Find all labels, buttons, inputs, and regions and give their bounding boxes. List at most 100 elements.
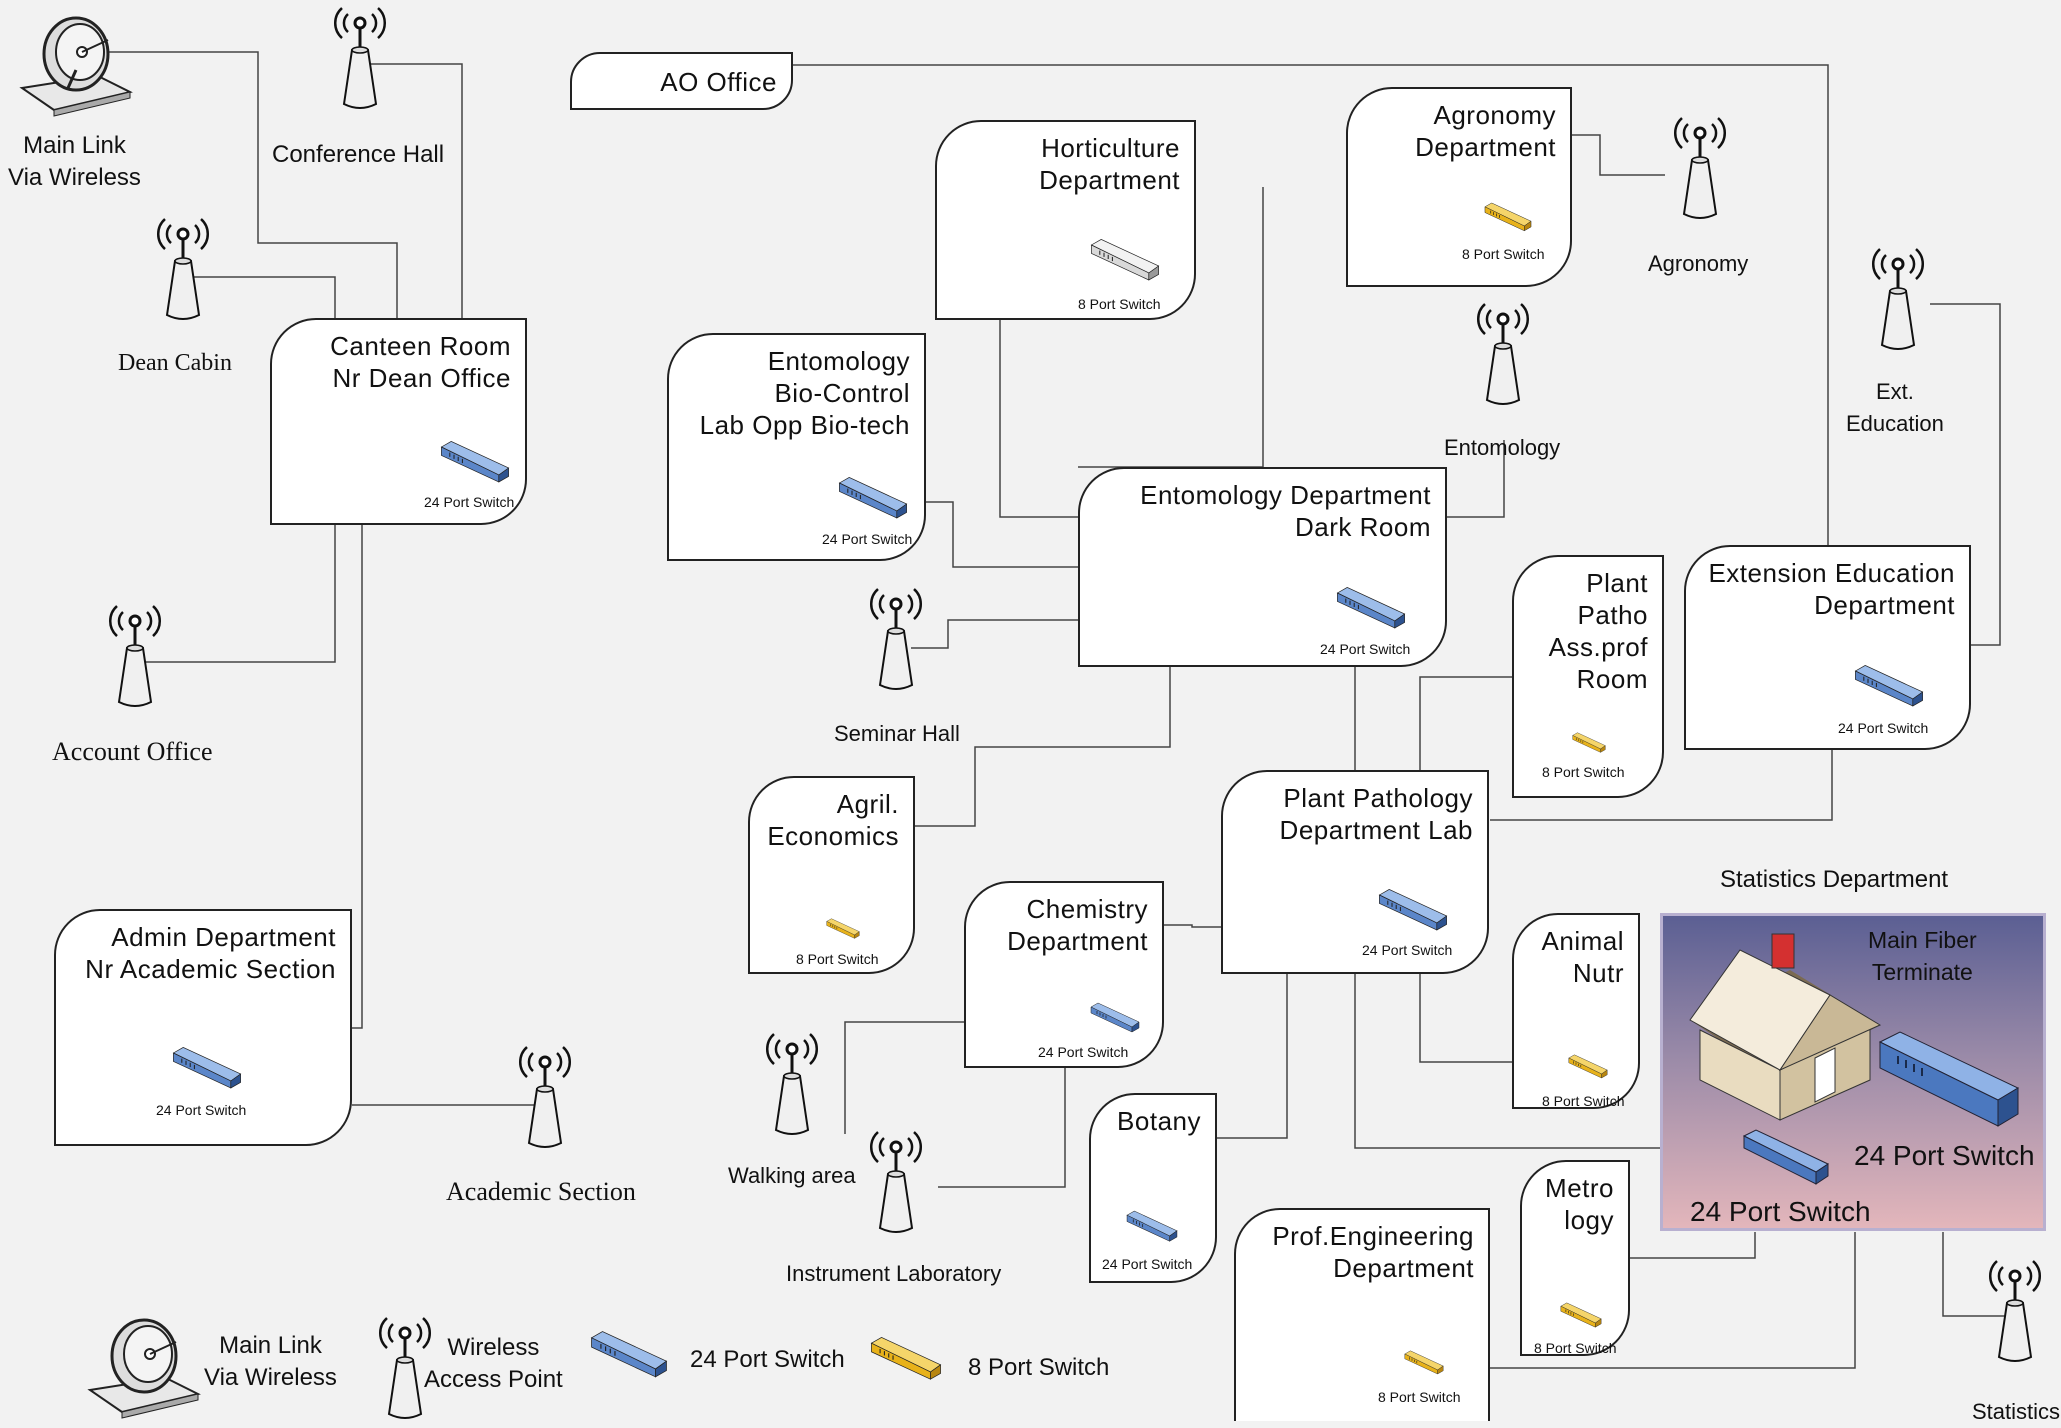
switch-8-icon <box>1572 732 1606 753</box>
switch-label: 24 Port Switch <box>156 1102 247 1118</box>
switch-24-icon <box>838 477 908 519</box>
access-point-label: Agronomy <box>1648 251 1749 276</box>
switch-label: 8 Port Switch <box>1462 246 1545 262</box>
metrology-box: Metro logy <box>1520 1160 1630 1356</box>
wireless-access-point-icon <box>156 218 210 320</box>
switch-label: 8 Port Switch <box>1378 1389 1461 1405</box>
access-point-label: Walking area <box>728 1163 856 1188</box>
office-title: Plant Patho Ass.prof Room <box>1548 568 1648 694</box>
access-point-label: Statistics <box>1972 1399 2061 1424</box>
entomology-dark-box: Entomology Department Dark Room <box>1078 467 1447 667</box>
access-point-label: Entomology <box>1444 435 1561 460</box>
wireless-access-point-icon <box>1673 117 1727 219</box>
switch-8-icon <box>826 918 860 939</box>
switch-label: 8 Port Switch <box>1534 1340 1617 1356</box>
switch-label: 8 Port Switch <box>1542 764 1625 780</box>
office-title: Entomology Bio-Control Lab Opp Bio-tech <box>699 346 910 440</box>
office-title: Agril. Economics <box>767 789 899 851</box>
agril-econ-box: Agril. Economics <box>748 776 915 974</box>
agronomy-box: Agronomy Department <box>1346 87 1572 287</box>
wireless-access-point-icon <box>765 1033 819 1135</box>
ao-office-box: AO Office <box>570 52 793 110</box>
horticulture-box: Horticulture Department <box>935 120 1196 320</box>
building-icon <box>1689 933 1882 1121</box>
switch-24-icon <box>1742 1129 1830 1185</box>
switch-24-icon <box>1090 1002 1140 1033</box>
office-title: Canteen Room Nr Dean Office <box>330 331 511 393</box>
access-point-label: Conference Hall <box>272 141 445 168</box>
switch-label: 24 Port Switch <box>822 531 913 547</box>
switch-8-icon <box>1090 239 1160 281</box>
plant-pathology-lab-box: Plant Pathology Department Lab <box>1221 770 1489 974</box>
access-point-label: Seminar Hall <box>834 721 960 746</box>
main-link-label: Main Link Via Wireless <box>8 132 141 191</box>
wireless-access-point-icon <box>869 1131 923 1233</box>
access-point-label: Account Office <box>52 737 213 766</box>
legend-switch8-label: 8 Port Switch <box>968 1354 1110 1381</box>
canteen-box: Canteen Room Nr Dean Office <box>270 318 527 525</box>
office-title: Admin Department Nr Academic Section <box>85 922 336 984</box>
switch-label-large: 24 Port Switch <box>1854 1140 2035 1171</box>
prof-eng-box: Prof.Engineering Department <box>1234 1208 1490 1421</box>
switch-24-icon <box>1126 1210 1178 1242</box>
plant-patho-ass-box: Plant Patho Ass.prof Room <box>1512 555 1664 798</box>
switch-label-large: 24 Port Switch <box>1690 1196 1871 1227</box>
switch-24-icon <box>440 441 510 483</box>
switch-label: 24 Port Switch <box>1362 942 1453 958</box>
office-title: Extension Education Department <box>1708 558 1955 620</box>
switch-label: 24 Port Switch <box>1838 720 1929 736</box>
switch-8-icon <box>1568 1054 1608 1079</box>
wireless-access-point-icon <box>1988 1260 2042 1362</box>
switch-8-icon <box>1560 1302 1602 1328</box>
access-point-label: Academic Section <box>446 1177 636 1206</box>
entomology-bio-box: Entomology Bio-Control Lab Opp Bio-tech <box>667 333 926 561</box>
chemistry-box: Chemistry Department <box>964 881 1164 1068</box>
office-title: AO Office <box>660 67 777 97</box>
switch-24-icon <box>1378 889 1448 931</box>
admin-box: Admin Department Nr Academic Section <box>54 909 352 1146</box>
wireless-access-point-icon <box>1476 303 1530 405</box>
switch-24-icon <box>1854 665 1924 707</box>
switch-8-icon <box>1484 202 1532 232</box>
office-title: Chemistry Department <box>1007 894 1148 956</box>
legend-wireless-ap-icon <box>378 1317 432 1419</box>
wireless-access-point-icon <box>1871 248 1925 350</box>
extension-box: Extension Education Department <box>1684 545 1971 750</box>
switch-label: 8 Port Switch <box>1542 1093 1625 1109</box>
satellite-dish-icon <box>19 16 133 117</box>
switch-8-icon <box>870 1337 942 1380</box>
office-title: Horticulture Department <box>1039 133 1180 195</box>
switch-label: 8 Port Switch <box>1078 296 1161 312</box>
switch-label: 8 Port Switch <box>796 951 879 967</box>
switch-label: 24 Port Switch <box>424 494 515 510</box>
wireless-access-point-icon <box>333 7 387 109</box>
legend-main-link-label: Main Link Via Wireless <box>204 1332 337 1391</box>
office-title: Entomology Department Dark Room <box>1140 480 1431 542</box>
access-point-label: Ext. Education <box>1846 379 1944 436</box>
switch-8-icon <box>1404 1350 1444 1375</box>
legend-switch24-label: 24 Port Switch <box>690 1346 845 1373</box>
switch-label: 24 Port Switch <box>1038 1044 1129 1060</box>
office-title: Metro logy <box>1545 1173 1614 1235</box>
switch-label: 24 Port Switch <box>1320 641 1411 657</box>
fiber-terminate-label: Main Fiber Terminate <box>1868 927 1977 985</box>
wireless-access-point-icon <box>518 1046 572 1148</box>
botany-box: Botany <box>1089 1093 1217 1283</box>
switch-24-icon <box>1878 1031 2020 1127</box>
wireless-access-point-icon <box>108 605 162 707</box>
switch-24-icon <box>590 1331 668 1378</box>
switch-24-icon <box>172 1047 242 1089</box>
office-title: Animal Nutr <box>1541 926 1624 988</box>
switch-24-icon <box>1336 587 1406 629</box>
wireless-access-point-icon <box>869 588 923 690</box>
switch-label: 24 Port Switch <box>1102 1256 1193 1272</box>
office-title: Prof.Engineering Department <box>1272 1221 1474 1283</box>
statistics-dept-title: Statistics Department <box>1720 866 1949 893</box>
access-point-label: Instrument Laboratory <box>786 1261 1002 1286</box>
legend-dish-icon <box>87 1318 201 1419</box>
office-title: Agronomy Department <box>1415 100 1556 162</box>
animal-nutr-box: Animal Nutr <box>1512 913 1640 1109</box>
access-point-label: Dean Cabin <box>118 350 232 376</box>
